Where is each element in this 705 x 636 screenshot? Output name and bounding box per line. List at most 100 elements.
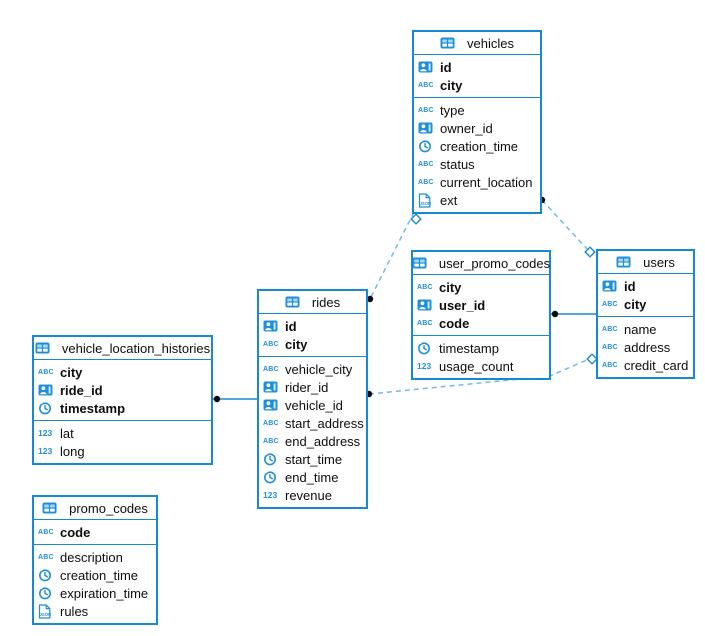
column-row-vehicle_id[interactable]: vehicle_id [259,396,366,414]
column-row-creation_time[interactable]: creation_time [414,137,540,155]
text-abc-icon: ABC [263,340,279,348]
relationship-diamond-users-top [584,246,596,258]
clock-icon [263,470,280,484]
table-header[interactable]: users [598,251,693,274]
text-abc-icon: ABC [418,81,434,89]
text-abc-icon: ABC [602,325,618,333]
number-123-icon: 123 [263,490,278,500]
text-abc-icon: ABC [263,365,279,373]
column-label: owner_id [440,120,493,136]
id-badge-icon [418,122,435,134]
id-badge-icon [263,399,280,411]
column-row-usage_count[interactable]: 123 usage_count [413,357,549,375]
text-abc-icon: ABC [417,319,433,327]
table-icon [412,257,429,269]
column-row-owner_id[interactable]: owner_id [414,119,540,137]
number-123-icon: 123 [417,361,432,371]
column-label: name [624,321,657,337]
table-title: vehicle_location_histories [61,340,211,356]
table-header[interactable]: rides [259,291,366,314]
table-header[interactable]: user_promo_codes [412,252,551,275]
clock-icon [417,341,434,355]
column-label: id [285,318,297,334]
column-row-ride_id[interactable]: ride_id [34,381,211,399]
column-row-rules[interactable]: JSON rules [34,602,156,620]
column-label: id [624,278,636,294]
column-row-expiration_time[interactable]: expiration_time [34,584,156,602]
column-row-id[interactable]: id [259,317,366,335]
clock-icon [38,401,55,415]
table-header[interactable]: vehicle_location_histories [34,337,211,360]
table-icon [42,502,59,514]
column-label: timestamp [439,340,499,356]
column-row-end_time[interactable]: end_time [259,468,366,486]
column-label: end_time [285,469,339,485]
text-abc-icon: ABC [602,361,618,369]
column-label: rules [60,603,89,619]
table-title: vehicles [467,35,514,51]
column-row-rider_id[interactable]: rider_id [259,378,366,396]
column-row-creation_time[interactable]: creation_time [34,566,156,584]
column-row-id[interactable]: id [598,277,693,295]
column-label: current_location [440,174,533,190]
column-row-timestamp[interactable]: timestamp [413,339,549,357]
column-label: usage_count [439,358,514,374]
table-header[interactable]: vehicles [414,32,540,55]
table-header[interactable]: promo_codes [34,497,156,520]
clock-icon [38,586,55,600]
text-abc-icon: ABC [38,553,54,561]
clock-icon [38,568,55,582]
column-label: id [440,59,452,75]
relationship-line-vehicles-rides [370,211,415,298]
table-icon [440,37,457,49]
column-row-id[interactable]: id [414,58,540,76]
svg-text:JSON: JSON [40,612,51,617]
column-row-name[interactable]: ABC name [598,320,693,338]
column-label: lat [60,425,74,441]
column-row-current_location[interactable]: ABC current_location [414,173,540,191]
id-badge-icon [417,299,434,311]
column-row-start_time[interactable]: start_time [259,450,366,468]
columns-section: timestamp 123 usage_count [413,335,549,378]
table-title: user_promo_codes [438,255,551,271]
id-badge-icon [602,280,619,292]
column-row-timestamp[interactable]: timestamp [34,399,211,417]
column-label: start_address [285,415,364,431]
table-icon [285,296,302,308]
text-abc-icon: ABC [418,178,434,186]
column-label: user_id [439,297,486,313]
column-row-user_id[interactable]: user_id [413,296,549,314]
